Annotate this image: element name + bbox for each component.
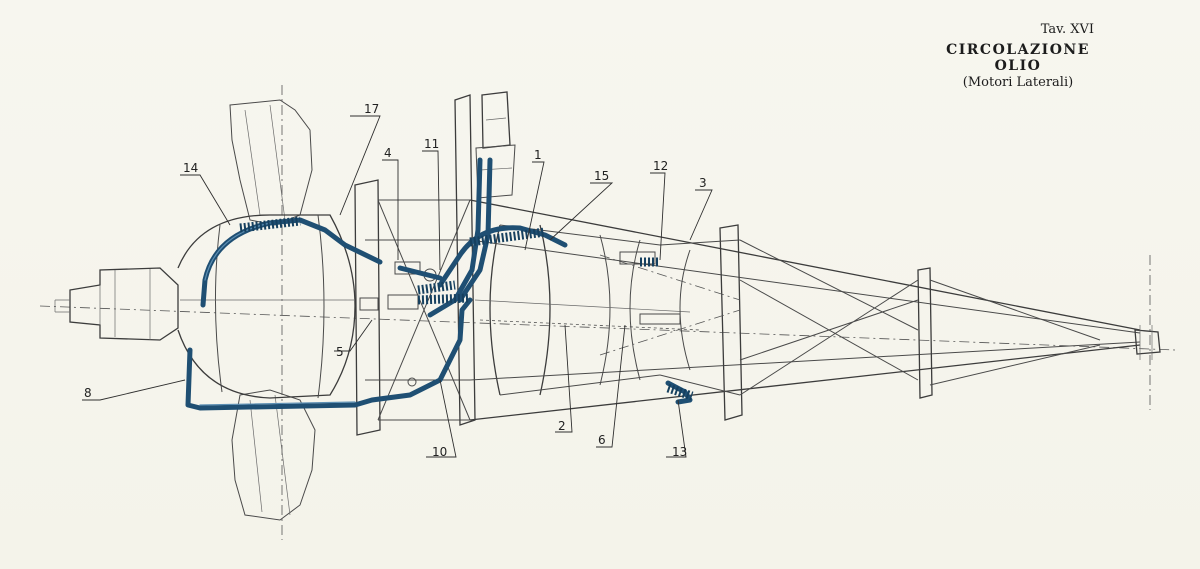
callout-4: 4 [384,146,392,160]
callout-15: 15 [594,169,609,183]
propeller-spinner [54,267,179,341]
plate-subtitle: (Motori Laterali) [962,75,1074,91]
callout-2: 2 [558,419,566,433]
callout-17: 17 [364,102,379,116]
tail-boom-truss [469,199,1141,421]
propeller-blades [229,99,316,521]
engine-crankcase [177,214,356,399]
plate-number: Tav. XVI [1040,22,1094,37]
plate-title: CIRCOLAZIONE OLIO [946,41,1090,75]
callout-1: 1 [534,148,542,162]
callout-13: 13 [672,445,687,459]
callout-6: 6 [598,433,606,447]
centre-axis [39,305,1176,351]
callout-5: 5 [336,345,344,359]
callout-8: 8 [84,386,92,400]
oil-circuit [185,157,694,411]
callout-12: 12 [653,159,668,173]
plate-header: Tav. XVI CIRCOLAZIONE OLIO (Motori Later… [928,22,1108,91]
callout-11: 11 [424,137,439,151]
callout-10: 10 [432,445,447,459]
callout-3: 3 [699,176,707,190]
leader-lines [82,115,713,458]
tail-hub [1134,325,1161,360]
callout-14: 14 [183,161,198,175]
oil-tank [474,224,701,396]
